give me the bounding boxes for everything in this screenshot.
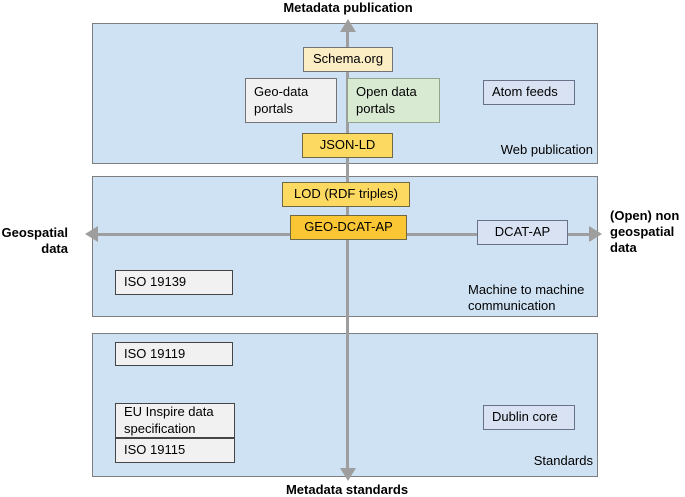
axis-label-geospatial-data: Geospatial data bbox=[1, 225, 68, 256]
box-schema-org: Schema.org bbox=[303, 47, 393, 72]
box-geo-data-portals: Geo-data portals bbox=[245, 78, 337, 123]
axis-label-metadata-standards: Metadata standards bbox=[285, 482, 409, 497]
axis-label-metadata-publication: Metadata publication bbox=[283, 0, 413, 15]
box-geo-dcat-ap: GEO-DCAT-AP bbox=[290, 215, 407, 240]
axis-label-open-non-geospatial-data: (Open) non geospatial data bbox=[610, 208, 680, 255]
box-open-data-portals: Open data portals bbox=[347, 78, 440, 123]
arrowhead-right-icon bbox=[589, 226, 602, 242]
arrowhead-left-icon bbox=[85, 226, 98, 242]
arrowhead-down-icon bbox=[340, 468, 356, 481]
panel-label-machine-to-machine: Machine to machine communication bbox=[468, 282, 585, 314]
box-json-ld: JSON-LD bbox=[302, 133, 393, 158]
panel-label-web-publication: Web publication bbox=[500, 142, 593, 157]
box-iso-19115: ISO 19115 bbox=[115, 438, 235, 463]
box-iso-19139: ISO 19139 bbox=[115, 270, 233, 295]
box-dublin-core: Dublin core bbox=[483, 405, 575, 430]
panel-label-standards: Standards bbox=[533, 453, 593, 468]
box-dcat-ap: DCAT-AP bbox=[477, 220, 568, 245]
box-atom-feeds: Atom feeds bbox=[483, 80, 575, 105]
vertical-axis-line bbox=[346, 28, 349, 470]
arrowhead-up-icon bbox=[340, 19, 356, 32]
box-eu-inspire-data-specification: EU Inspire data specification bbox=[115, 403, 235, 438]
box-lod-rdf-triples: LOD (RDF triples) bbox=[282, 182, 410, 207]
box-iso-19119: ISO 19119 bbox=[115, 342, 233, 366]
